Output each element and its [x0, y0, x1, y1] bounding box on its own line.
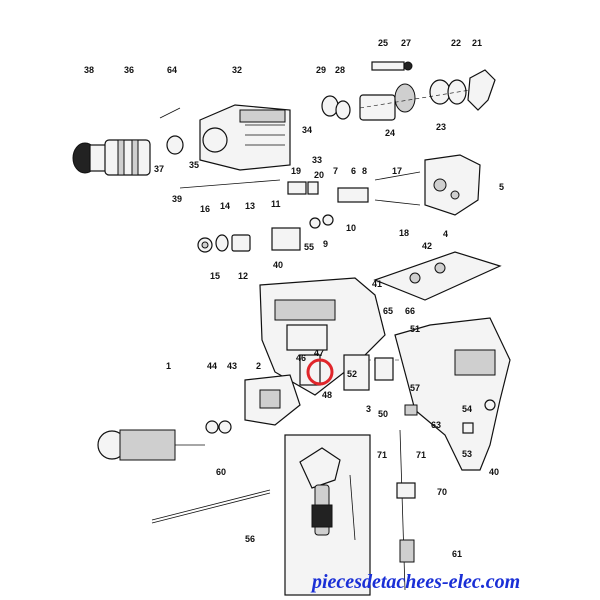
label-23: 23 [436, 122, 446, 132]
label-13: 13 [245, 201, 255, 211]
label-22: 22 [451, 38, 461, 48]
cable-parts [396, 422, 474, 591]
label-5: 5 [499, 182, 504, 192]
label-12: 12 [238, 271, 248, 281]
pins-and-shafts [179, 171, 421, 206]
switch-assembly [299, 354, 418, 416]
right-housing-half [394, 317, 511, 471]
label-35: 35 [189, 160, 199, 170]
label-40-bottom: 40 [489, 467, 499, 477]
label-6: 6 [351, 166, 356, 176]
label-27: 27 [401, 38, 411, 48]
label-19: 19 [291, 166, 301, 176]
rear-housing-piece [424, 154, 481, 216]
gear-train [197, 214, 334, 253]
label-44: 44 [207, 361, 217, 371]
label-39: 39 [172, 194, 182, 204]
label-20: 20 [314, 170, 324, 180]
label-56: 56 [245, 534, 255, 544]
label-71-right: 71 [416, 450, 426, 460]
label-10: 10 [346, 223, 356, 233]
label-48: 48 [322, 390, 332, 400]
label-37: 37 [154, 164, 164, 174]
label-47: 47 [314, 348, 324, 358]
field-coil [244, 374, 301, 426]
label-36: 36 [124, 65, 134, 75]
label-38: 38 [84, 65, 94, 75]
label-18: 18 [399, 228, 409, 238]
label-53: 53 [462, 449, 472, 459]
label-50: 50 [378, 409, 388, 419]
label-14: 14 [220, 201, 230, 211]
label-57: 57 [410, 383, 420, 393]
label-4: 4 [443, 229, 448, 239]
label-29: 29 [316, 65, 326, 75]
highlight-circle [306, 358, 334, 386]
watermark-text: piecesdetachees-elec.com [310, 571, 520, 593]
label-34: 34 [302, 125, 312, 135]
label-15: 15 [210, 271, 220, 281]
spindle-assembly [321, 61, 496, 121]
label-33: 33 [312, 155, 322, 165]
label-24: 24 [385, 128, 395, 138]
label-60: 60 [216, 467, 226, 477]
label-54: 54 [462, 404, 472, 414]
label-7: 7 [333, 166, 338, 176]
label-32: 32 [232, 65, 242, 75]
label-2: 2 [256, 361, 261, 371]
label-51: 51 [410, 324, 420, 334]
label-71-left: 71 [377, 450, 387, 460]
label-1: 1 [166, 361, 171, 371]
label-55: 55 [304, 242, 314, 252]
label-70: 70 [437, 487, 447, 497]
label-17: 17 [392, 166, 402, 176]
label-40-top: 40 [273, 260, 283, 270]
label-66: 66 [405, 306, 415, 316]
depth-rod [151, 489, 271, 524]
label-28: 28 [335, 65, 345, 75]
label-52: 52 [347, 369, 357, 379]
label-65: 65 [383, 306, 393, 316]
label-41: 41 [372, 279, 382, 289]
label-11: 11 [271, 199, 281, 209]
gear-housing [199, 104, 291, 171]
label-21: 21 [472, 38, 482, 48]
top-cover-plate [373, 251, 502, 301]
label-25: 25 [378, 38, 388, 48]
part-labels: 38 36 64 32 29 28 25 27 22 21 34 24 23 3… [84, 38, 504, 559]
label-43: 43 [227, 361, 237, 371]
side-handle [284, 434, 371, 596]
label-9: 9 [323, 239, 328, 249]
label-61: 61 [452, 549, 462, 559]
label-46: 46 [296, 353, 306, 363]
label-42: 42 [422, 241, 432, 251]
label-3: 3 [366, 404, 371, 414]
chuck-assembly [72, 107, 184, 176]
label-63: 63 [431, 420, 441, 430]
label-16: 16 [200, 204, 210, 214]
label-8: 8 [362, 166, 367, 176]
armature [97, 420, 232, 461]
main-housing [259, 277, 410, 396]
label-64: 64 [167, 65, 177, 75]
